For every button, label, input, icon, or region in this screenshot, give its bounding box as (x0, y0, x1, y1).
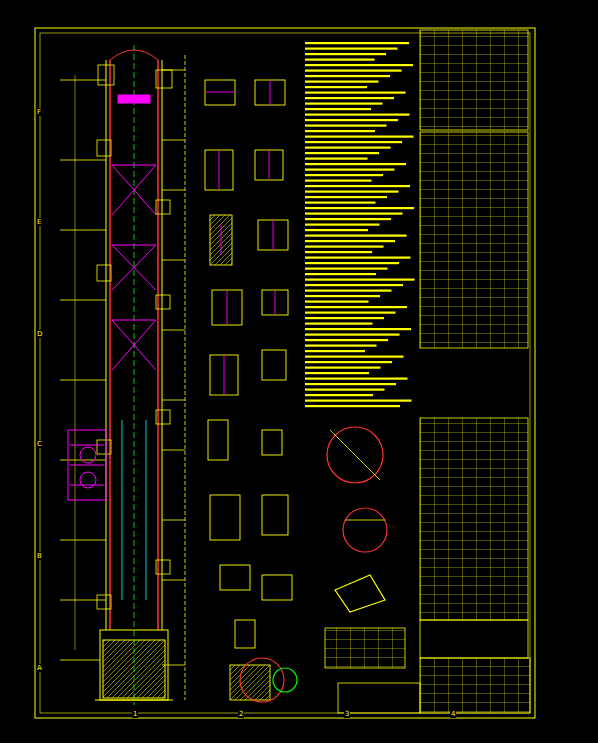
zone-marker: B (36, 552, 43, 560)
zone-marker: A (36, 664, 43, 672)
zone-marker: 1 (132, 710, 138, 718)
zone-marker: D (36, 330, 43, 338)
zone-marker: E (36, 218, 42, 226)
zone-marker: 4 (450, 710, 456, 718)
zone-marker: F (36, 108, 42, 116)
zone-marker: C (36, 440, 43, 448)
zone-marker: 2 (238, 710, 244, 718)
zone-marker: 3 (344, 710, 350, 718)
